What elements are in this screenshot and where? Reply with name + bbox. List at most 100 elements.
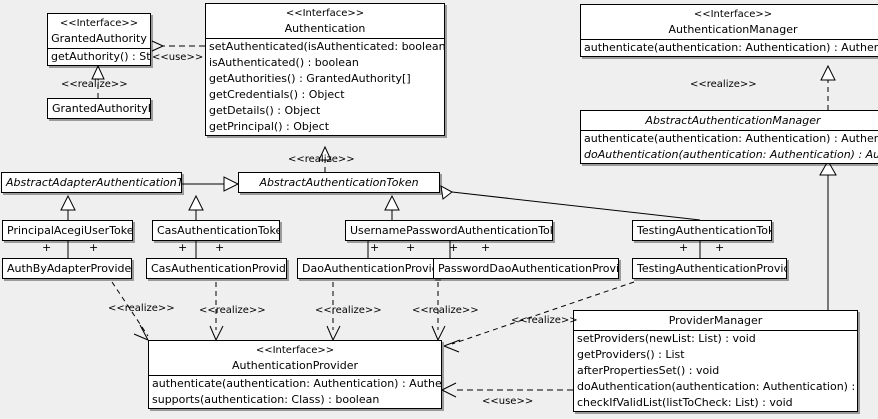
class-cas-authentication-token[interactable]: CasAuthenticationToken xyxy=(152,220,280,241)
class-header: DaoAuthenticationProvider xyxy=(298,259,438,278)
class-provider-manager[interactable]: ProviderManager setProviders(newList: Li… xyxy=(573,310,858,412)
class-header: AbstractAdapterAuthenticationToken xyxy=(2,173,181,192)
class-name: GrantedAuthorityImpl xyxy=(52,102,151,115)
member-list: setProviders(newList: List) : void getPr… xyxy=(574,331,857,411)
class-abstract-adapter-authentication-token[interactable]: AbstractAdapterAuthenticationToken xyxy=(1,172,182,193)
class-member: getPrincipal() : Object xyxy=(209,120,330,133)
class-name: AbstractAuthenticationManager xyxy=(645,114,821,127)
class-header: CasAuthenticationProvider xyxy=(147,259,286,278)
class-name: ProviderManager xyxy=(668,314,763,327)
edge-label-use-authentication-granted-authority: <<use>> xyxy=(152,52,204,63)
class-member: doAuthentication(authentication: Authent… xyxy=(577,380,857,393)
class-header: UsernamePasswordAuthenticationToken xyxy=(346,221,552,240)
class-granted-authority-impl[interactable]: GrantedAuthorityImpl xyxy=(47,98,151,119)
class-name: CasAuthenticationProvider xyxy=(151,262,287,275)
class-testing-authentication-provider[interactable]: TestingAuthenticationProvider xyxy=(632,258,787,279)
class-member: getAuthority() : String xyxy=(51,50,151,63)
class-name: GrantedAuthority xyxy=(51,32,147,45)
class-name: TestingAuthenticationProvider xyxy=(637,262,787,275)
class-header: PrincipalAcegiUserToken xyxy=(3,221,132,240)
class-header: AbstractAuthenticationToken xyxy=(239,173,439,192)
class-header: <<Interface>> AuthenticationManager xyxy=(581,5,878,39)
class-name: AbstractAdapterAuthenticationToken xyxy=(6,176,182,189)
divider xyxy=(581,130,878,131)
class-principal-acegi-user-token[interactable]: PrincipalAcegiUserToken xyxy=(2,220,133,241)
stereotype-label: <<Interface>> xyxy=(59,18,139,29)
class-member: setAuthenticated(isAuthenticated: boolea… xyxy=(209,40,445,53)
edge-label-realize-cas-provider: <<realize>> xyxy=(199,305,266,316)
class-name: PasswordDaoAuthenticationProvider xyxy=(438,262,619,275)
association-marker-plus: + xyxy=(215,241,225,254)
class-testing-authentication-token[interactable]: TestingAuthenticationToken xyxy=(632,220,772,241)
class-member: supports(authentication: Class) : boolea… xyxy=(152,393,380,406)
class-cas-authentication-provider[interactable]: CasAuthenticationProvider xyxy=(146,258,287,279)
divider xyxy=(581,39,878,40)
class-member: checkIfValidList(listToCheck: List) : vo… xyxy=(577,396,793,409)
class-header: ProviderManager xyxy=(574,311,857,330)
class-header: TestingAuthenticationToken xyxy=(633,221,771,240)
class-header: GrantedAuthorityImpl xyxy=(48,99,150,118)
class-name: PrincipalAcegiUserToken xyxy=(7,224,133,237)
class-member: isAuthenticated() : boolean xyxy=(209,56,359,69)
association-marker-plus: + xyxy=(449,241,459,254)
class-header: <<Interface>> Authentication xyxy=(206,4,444,38)
member-list: getAuthority() : String xyxy=(48,49,150,65)
class-member: doAuthentication(authentication: Authent… xyxy=(584,148,878,161)
class-header: AbstractAuthenticationManager xyxy=(581,111,878,130)
class-name: DaoAuthenticationProvider xyxy=(302,262,439,275)
association-marker-plus: + xyxy=(42,241,52,254)
stereotype-label: <<Interface>> xyxy=(285,8,365,19)
association-marker-plus: + xyxy=(679,241,689,254)
class-member: authenticate(authentication: Authenticat… xyxy=(584,41,878,54)
edge-label-realize-abstract-authentication-manager: <<realize>> xyxy=(690,79,757,90)
class-authentication-provider[interactable]: <<Interface>> AuthenticationProvider aut… xyxy=(148,340,442,409)
association-marker-plus: + xyxy=(89,241,99,254)
edge-label-realize-password-dao-provider: <<realize>> xyxy=(412,305,479,316)
class-member: getCredentials() : Object xyxy=(209,88,345,101)
association-marker-plus: + xyxy=(178,241,188,254)
class-abstract-authentication-manager[interactable]: AbstractAuthenticationManager authentica… xyxy=(580,110,878,164)
class-name: Authentication xyxy=(284,22,366,35)
class-name: AuthenticationProvider xyxy=(231,359,359,372)
edge-label-realize-auth-by-adapter: <<realize>> xyxy=(108,303,175,314)
class-member: afterPropertiesSet() : void xyxy=(577,364,720,377)
class-member: authenticate(authentication: Authenticat… xyxy=(584,132,878,145)
class-auth-by-adapter-provider[interactable]: AuthByAdapterProvider xyxy=(2,258,132,279)
class-header: AuthByAdapterProvider xyxy=(3,259,131,278)
class-name: AuthenticationManager xyxy=(668,23,798,36)
class-header: CasAuthenticationToken xyxy=(153,221,279,240)
class-header: <<Interface>> GrantedAuthority xyxy=(48,14,150,48)
member-list: authenticate(authentication: Authenticat… xyxy=(581,40,878,56)
association-marker-plus: + xyxy=(406,241,416,254)
class-name: CasAuthenticationToken xyxy=(157,224,280,237)
edge-label-realize-testing-provider: <<realize>> xyxy=(511,315,578,326)
association-marker-plus: + xyxy=(481,241,491,254)
class-member: getAuthorities() : GrantedAuthority[] xyxy=(209,72,411,85)
class-name: AuthByAdapterProvider xyxy=(7,262,132,275)
divider xyxy=(48,48,150,49)
class-header: <<Interface>> AuthenticationProvider xyxy=(149,341,441,375)
association-marker-plus: + xyxy=(715,241,725,254)
divider xyxy=(574,330,857,331)
class-member: setProviders(newList: List) : void xyxy=(577,332,756,345)
class-password-dao-authentication-provider[interactable]: PasswordDaoAuthenticationProvider xyxy=(433,258,619,279)
class-authentication-manager[interactable]: <<Interface>> AuthenticationManager auth… xyxy=(580,4,878,57)
class-member: authenticate(authentication: Authenticat… xyxy=(152,377,442,390)
edge-label-realize-granted-authority-impl: <<realize>> xyxy=(61,79,128,90)
class-abstract-authentication-token[interactable]: AbstractAuthenticationToken xyxy=(238,172,440,193)
member-list: setAuthenticated(isAuthenticated: boolea… xyxy=(206,39,444,135)
association-marker-plus: + xyxy=(370,241,380,254)
class-member: getProviders() : List xyxy=(577,348,685,361)
class-username-password-authentication-token[interactable]: UsernamePasswordAuthenticationToken xyxy=(345,220,553,241)
edge-label-use-provider-manager: <<use>> xyxy=(482,396,534,407)
class-authentication[interactable]: <<Interface>> Authentication setAuthenti… xyxy=(205,3,445,136)
divider xyxy=(149,375,441,376)
class-dao-authentication-provider[interactable]: DaoAuthenticationProvider xyxy=(297,258,439,279)
class-member: getDetails() : Object xyxy=(209,104,321,117)
class-header: PasswordDaoAuthenticationProvider xyxy=(434,259,618,278)
stereotype-label: <<Interface>> xyxy=(255,345,335,356)
class-granted-authority[interactable]: <<Interface>> GrantedAuthority getAuthor… xyxy=(47,13,151,66)
member-list: authenticate(authentication: Authenticat… xyxy=(149,376,441,408)
divider xyxy=(206,38,444,39)
